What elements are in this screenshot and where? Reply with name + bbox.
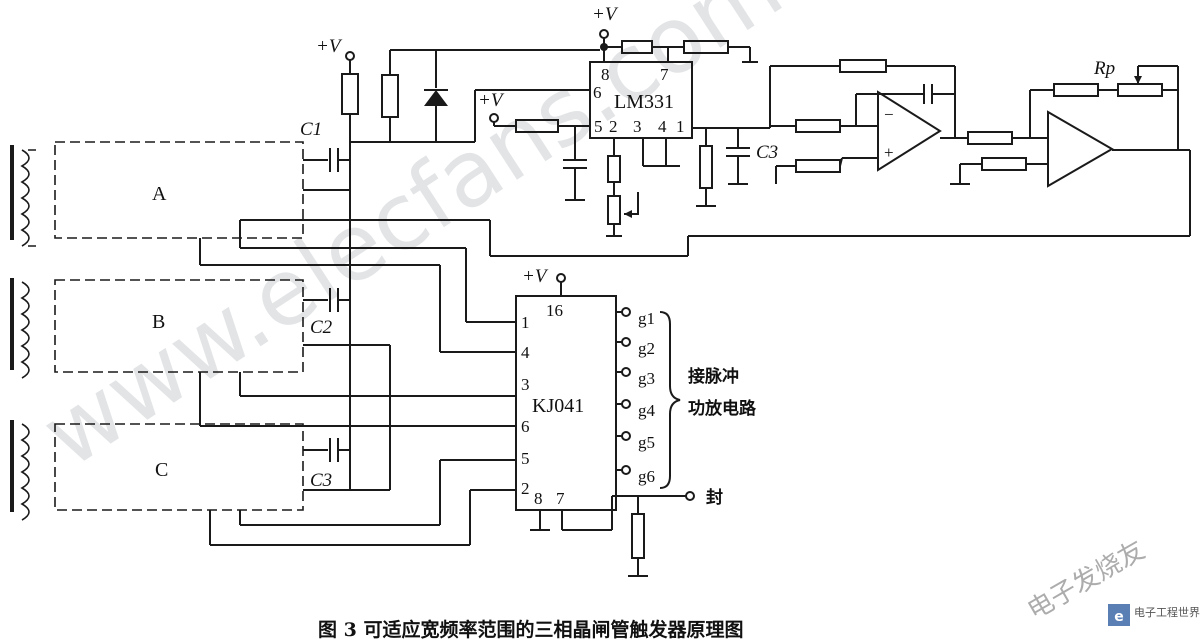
lm331-pin-8: 8 [601,65,610,84]
svg-text:e: e [1114,609,1124,625]
resistor-r11 [967,131,1013,145]
output-g5 [616,431,631,441]
transformer-a [10,145,36,247]
supply-terminal-4 [556,273,566,283]
lm331-pin-1: 1 [676,117,685,136]
opamp-1 [877,90,942,172]
output-label-g6: g6 [638,467,655,486]
output-label-g2: g2 [638,339,655,358]
pulse-label-1: 接脉冲 [688,366,739,387]
kj041-pin-8: 8 [534,489,543,508]
output-label-g5: g5 [638,433,655,452]
output-label-g3: g3 [638,369,655,388]
cap-label-c1: C1 [300,119,322,140]
opamp-1-plus: + [884,143,894,162]
opamp-1-minus: − [884,105,894,124]
diode-d1 [424,89,448,106]
figure-caption: 图 3 可适应宽频率范围的三相晶闸管触发器原理图 [318,618,743,641]
kj041-pin-3: 3 [521,375,530,394]
resistor-r13 [981,157,1027,171]
lm331-pin-4: 4 [658,117,667,136]
cap-label-c2: C2 [310,317,333,338]
corner-logo-text: 电子发烧友 [1023,535,1151,626]
lm331-pin-6: 6 [593,83,602,102]
kj041-pin-2: 2 [521,479,530,498]
supply-label-1: +V [316,36,343,57]
supply-terminal-2 [599,29,609,39]
supply-terminal-3 [489,113,499,123]
rp-label: Rp [1093,58,1115,79]
supply-label-4: +V [522,266,549,287]
output-g4 [616,399,631,409]
lm331-pin-3: 3 [633,117,642,136]
lm331-chip [589,61,693,139]
pulse-label-2: 功放电路 [688,398,757,419]
resistor-rp [1117,83,1163,97]
phase-block-a [54,141,304,239]
seal-label: 封 [706,487,723,508]
lm331-pin-7: 7 [660,65,669,84]
seal-terminal [685,491,695,501]
output-g3 [616,367,631,377]
supply-terminal-1 [345,51,355,61]
brand-badge: e 电子工程世界 [1108,604,1200,626]
phase-block-b [54,279,304,373]
potentiometer [607,195,621,225]
output-g6 [616,465,631,475]
resistor-r2 [381,74,399,118]
resistor-r8 [839,59,887,73]
kj041-name: KJ041 [532,395,584,417]
resistor-r12 [1053,83,1099,97]
lm331-pin-2: 2 [609,117,618,136]
output-label-g4: g4 [638,401,656,420]
resistor-r7 [699,145,713,189]
lm331-pin-5: 5 [594,117,603,136]
filter-cap-label: C3 [756,142,778,163]
supply-label-3: +V [478,90,505,111]
output-g1 [616,307,631,317]
resistor-r9 [795,119,841,133]
capacitor-c2 [303,288,350,312]
resistor-r1 [341,73,359,115]
brand-badge-text: 电子工程世界 [1134,606,1200,619]
transformer-c [10,420,30,521]
capacitor-c3-phase [303,438,350,462]
kj041-pin-6: 6 [521,417,530,436]
transformer-b [10,278,30,379]
kj041-pin-1: 1 [521,313,530,332]
phase-block-c [54,423,304,511]
kj041-pin-5: 5 [521,449,530,468]
phase-label-a: A [152,183,167,205]
kj041-pin-16: 16 [546,301,563,320]
output-label-g1: g1 [638,309,655,328]
resistor-r6 [607,155,621,183]
watermark-text: www.elecfans.com [24,0,801,488]
opamp-2 [1047,110,1114,188]
supply-label-2: +V [592,4,619,25]
kj041-pin-7: 7 [556,489,565,508]
resistor-r14 [631,513,645,559]
phase-label-b: B [152,311,165,333]
output-g2 [616,337,631,347]
capacitor-c1 [303,148,350,172]
kj041-pin-4: 4 [521,343,530,362]
resistor-r10 [795,159,841,173]
cap-label-c3-phase: C3 [310,470,332,491]
output-brace [659,311,681,489]
lm331-name: LM331 [614,91,674,113]
phase-label-c: C [155,459,168,481]
